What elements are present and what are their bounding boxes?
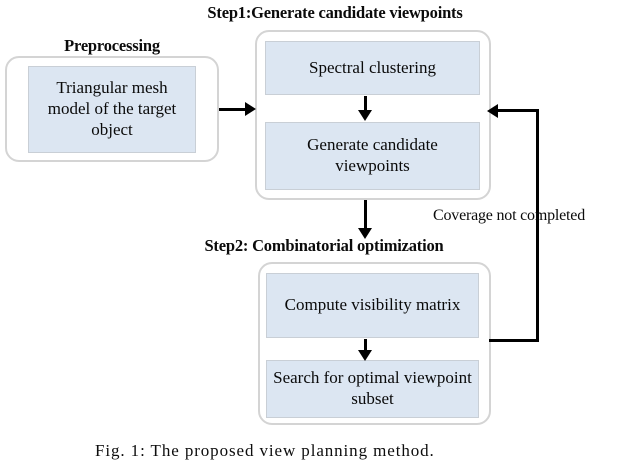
- feedback-loop-bottom-segment: [489, 339, 539, 342]
- feedback-loop-label: Coverage not completed: [433, 207, 585, 224]
- arrow-visibility-to-search-line: [364, 339, 367, 353]
- feedback-loop-right-segment: [536, 109, 539, 342]
- arrow-spectral-to-generate-head-icon: [358, 110, 372, 121]
- preprocessing-title: Preprocessing: [64, 36, 160, 55]
- process-box-spectral-clustering: Spectral clustering: [265, 41, 480, 95]
- feedback-loop-top-segment: [498, 109, 539, 112]
- process-box-compute-visibility-matrix: Compute visibility matrix: [266, 273, 479, 338]
- process-box-search-optimal-viewpoint-subset: Search for optimal viewpoint subset: [266, 360, 479, 418]
- step1-title: Step1:Generate candidate viewpoints: [207, 3, 463, 22]
- process-box-triangular-mesh-model: Triangular mesh model of the target obje…: [28, 66, 196, 153]
- step2-title: Step2: Combinatorial optimization: [204, 236, 444, 255]
- arrow-preprocessing-to-step1-line: [219, 108, 250, 111]
- feedback-loop-arrow-head-icon: [487, 104, 498, 118]
- arrow-visibility-to-search-head-icon: [358, 350, 372, 361]
- arrow-step1-to-step2-line: [364, 200, 367, 232]
- process-box-generate-candidate-viewpoints: Generate candidate viewpoints: [265, 122, 480, 190]
- arrow-spectral-to-generate-line: [364, 96, 367, 113]
- arrow-step1-to-step2-head-icon: [358, 228, 372, 239]
- figure-caption: Fig. 1: The proposed view planning metho…: [95, 441, 435, 460]
- arrow-preprocessing-to-step1-head-icon: [245, 102, 256, 116]
